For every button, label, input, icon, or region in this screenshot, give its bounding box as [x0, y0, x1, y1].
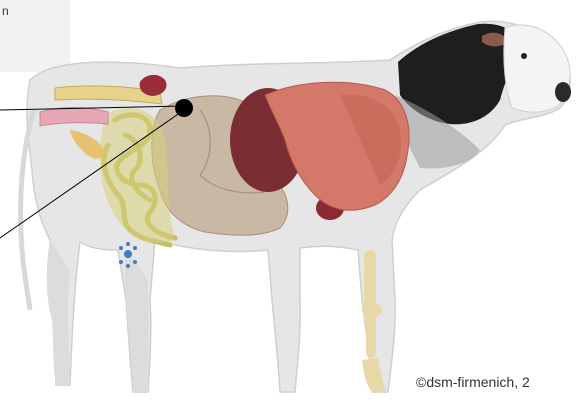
- copyright-notice: ©dsm-firmenich, 2: [416, 374, 530, 390]
- nose: [555, 82, 571, 102]
- callout-dot: [175, 99, 193, 117]
- eye: [521, 53, 527, 59]
